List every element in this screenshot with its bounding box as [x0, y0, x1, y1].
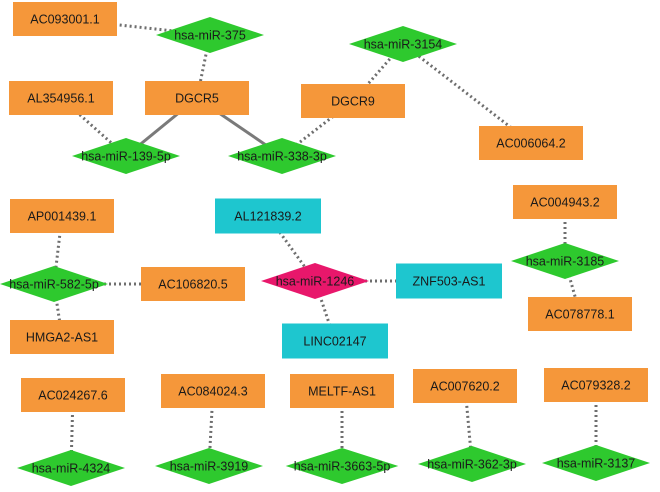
- node-label: AC079328.2: [561, 379, 631, 393]
- node-al121839[interactable]: AL121839.2: [215, 198, 321, 234]
- node-label: hsa-miR-3185: [526, 255, 605, 269]
- mirna-diamond: [418, 446, 526, 482]
- node-al354956[interactable]: AL354956.1: [9, 81, 113, 115]
- lncrna-box: [282, 323, 388, 359]
- lncrna-box: [413, 369, 517, 403]
- node-mir3137[interactable]: hsa-miR-3137: [542, 445, 650, 481]
- mirna-diamond: [349, 26, 457, 62]
- lncrna-box: [479, 126, 583, 160]
- node-label: AC093001.1: [30, 13, 100, 27]
- node-dgcr5[interactable]: DGCR5: [145, 81, 249, 115]
- mirna-diamond: [155, 448, 263, 484]
- node-ac004943[interactable]: AC004943.2: [513, 185, 617, 219]
- lncrna-box: [290, 374, 394, 408]
- node-label: hsa-miR-582-5p: [9, 278, 99, 292]
- node-label: AC006064.2: [496, 137, 566, 151]
- node-mir4324[interactable]: hsa-miR-4324: [17, 450, 125, 486]
- edge-mir582-hmga2: [52, 283, 64, 338]
- node-label: hsa-miR-139-5p: [81, 150, 171, 164]
- node-mir582[interactable]: hsa-miR-582-5p: [0, 266, 108, 302]
- node-label: LINC02147: [303, 335, 366, 349]
- node-ac084024[interactable]: AC084024.3: [161, 374, 265, 408]
- lncrna-box: [9, 81, 113, 115]
- lncrna-box: [513, 185, 617, 219]
- node-ac024267[interactable]: AC024267.6: [21, 378, 125, 412]
- node-label: AC106820.5: [158, 278, 228, 292]
- node-label: hsa-miR-375: [174, 29, 246, 43]
- node-label: AC084024.3: [178, 385, 248, 399]
- node-mir3663[interactable]: hsa-miR-3663-5p: [285, 448, 399, 484]
- node-znf503[interactable]: ZNF503-AS1: [396, 263, 502, 299]
- node-label: AP001439.1: [28, 210, 97, 224]
- node-label: hsa-miR-338-3p: [237, 150, 327, 164]
- node-mir3154[interactable]: hsa-miR-3154: [349, 26, 457, 62]
- node-ac007620[interactable]: AC007620.2: [413, 369, 517, 403]
- lncrna-box: [301, 84, 405, 118]
- node-label: DGCR5: [175, 92, 219, 106]
- node-mir1246[interactable]: hsa-miR-1246: [261, 263, 369, 299]
- lncrna-box: [161, 374, 265, 408]
- node-label: hsa-miR-3137: [557, 457, 636, 471]
- node-mir362[interactable]: hsa-miR-362-3p: [418, 446, 526, 482]
- mirna-diamond: [156, 17, 264, 53]
- node-mir338[interactable]: hsa-miR-338-3p: [228, 138, 336, 174]
- node-label: ZNF503-AS1: [413, 275, 486, 289]
- node-ap001439[interactable]: AP001439.1: [10, 199, 114, 233]
- node-ac006064[interactable]: AC006064.2: [479, 126, 583, 160]
- node-label: hsa-miR-3919: [170, 460, 249, 474]
- lncrna-box: [396, 263, 502, 299]
- node-label: AC007620.2: [430, 380, 500, 394]
- node-label: hsa-miR-3154: [364, 38, 443, 52]
- node-label: hsa-miR-362-3p: [427, 458, 517, 472]
- node-label: hsa-miR-3663-5p: [294, 460, 391, 474]
- node-linc02147[interactable]: LINC02147: [282, 323, 388, 359]
- lncrna-box: [528, 297, 632, 331]
- node-label: HMGA2-AS1: [26, 331, 98, 345]
- node-hmga2[interactable]: HMGA2-AS1: [10, 320, 114, 354]
- node-mir3185[interactable]: hsa-miR-3185: [511, 243, 619, 279]
- node-layer: AC093001.1 hsa-miR-375 hsa-miR-3154AL35495…: [0, 2, 650, 486]
- lncrna-box: [10, 199, 114, 233]
- lncrna-box: [10, 320, 114, 354]
- node-ac093001[interactable]: AC093001.1: [13, 2, 117, 36]
- mirna-diamond: [542, 445, 650, 481]
- node-mir3919[interactable]: hsa-miR-3919: [155, 448, 263, 484]
- mirna-diamond: [261, 263, 369, 299]
- node-label: AL121839.2: [234, 210, 301, 224]
- mirna-diamond: [72, 138, 180, 174]
- node-label: hsa-miR-4324: [32, 462, 111, 476]
- node-dgcr9[interactable]: DGCR9: [301, 84, 405, 118]
- node-label: AC078778.1: [545, 308, 615, 322]
- node-ac106820[interactable]: AC106820.5: [141, 267, 245, 301]
- node-ac079328[interactable]: AC079328.2: [544, 368, 648, 402]
- mirna-diamond: [285, 448, 399, 484]
- edge-mir3154-ac006064: [402, 42, 532, 145]
- mirna-diamond: [0, 266, 108, 302]
- node-label: AL354956.1: [27, 92, 94, 106]
- lncrna-box: [13, 2, 117, 36]
- lncrna-box: [544, 368, 648, 402]
- node-mir375[interactable]: hsa-miR-375: [156, 17, 264, 53]
- node-ac078778[interactable]: AC078778.1: [528, 297, 632, 331]
- lncrna-box: [215, 198, 321, 234]
- mirna-diamond: [511, 243, 619, 279]
- node-meltf[interactable]: MELTF-AS1: [290, 374, 394, 408]
- node-label: hsa-miR-1246: [276, 275, 355, 289]
- lncrna-box: [141, 267, 245, 301]
- node-mir139[interactable]: hsa-miR-139-5p: [72, 138, 180, 174]
- mirna-diamond: [228, 138, 336, 174]
- mirna-diamond: [17, 450, 125, 486]
- lncrna-box: [21, 378, 125, 412]
- node-label: MELTF-AS1: [308, 385, 376, 399]
- lncrna-box: [145, 81, 249, 115]
- node-label: AC024267.6: [38, 389, 108, 403]
- node-label: DGCR9: [331, 95, 375, 109]
- node-label: AC004943.2: [530, 196, 600, 210]
